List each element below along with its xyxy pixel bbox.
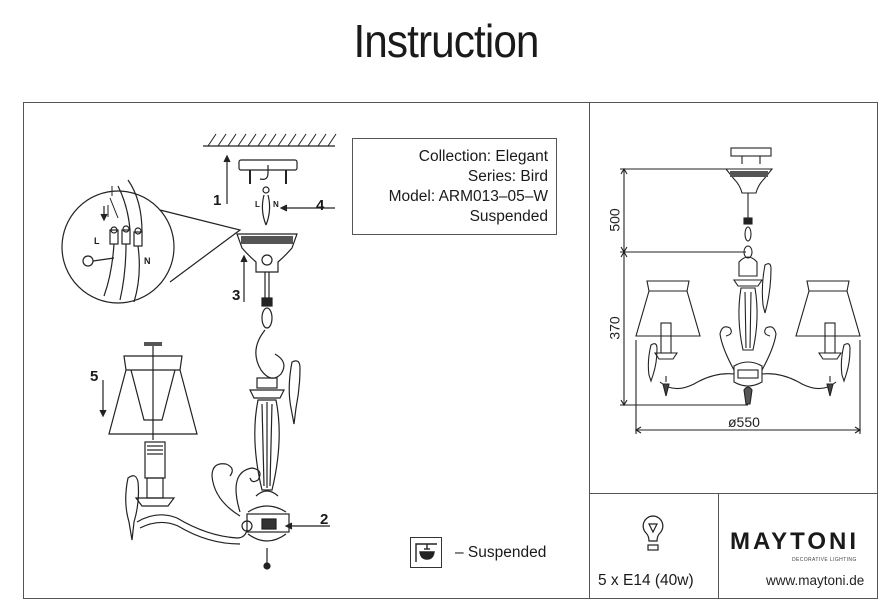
step-5-label: 5 [90,368,99,385]
footer-column-divider [718,493,719,599]
page-title: Instruction [353,15,539,67]
step-1-label: 1 [213,192,222,209]
type-label: Suspended [469,208,548,225]
detail-live-label: L [94,236,100,246]
brand-url[interactable]: www.maytoni.de [766,573,865,588]
panel-divider [589,102,590,599]
dimension-body-height: 370 [606,316,623,340]
instruction-frame [23,102,878,599]
step-3-label: 3 [232,287,241,304]
collection-label: Collection: Elegant [418,148,548,165]
suspended-legend-label: – Suspended [455,544,547,561]
brand-logo: MAYTONI [730,528,860,555]
dimension-chain-height: 500 [606,208,623,232]
footer-divider [589,493,878,494]
ceiling-hatch [203,133,337,147]
suspended-mount-icon [410,537,442,568]
detail-neutral-label: N [144,256,151,266]
wire-neutral-label: N [273,200,279,209]
product-info-box: Collection: Elegant Series: Bird Model: … [352,138,557,235]
wire-live-label: L [255,200,260,209]
step-4-label: 4 [316,197,325,214]
brand-tagline: DECORATIVE LIGHTING [792,557,857,563]
dimension-diameter: ø550 [728,414,760,430]
step-2-label: 2 [320,511,329,528]
bulb-spec: 5 x E14 (40w) [598,572,694,589]
model-label: Model: ARM013–05–W [388,188,548,205]
series-label: Series: Bird [467,168,548,185]
mounting-bracket [238,159,298,184]
light-bulb-icon [642,515,664,551]
